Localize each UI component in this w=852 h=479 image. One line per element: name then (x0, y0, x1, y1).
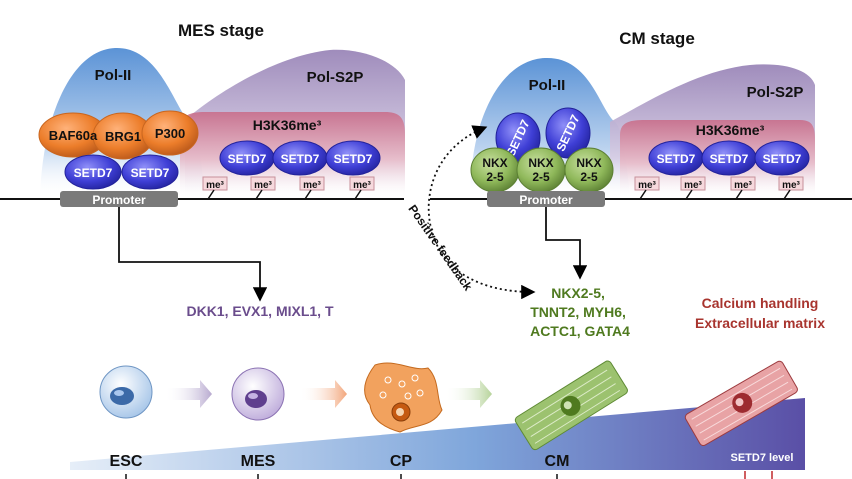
stage-label-cp: CP (390, 453, 413, 470)
mes-promoter-label: Promoter (92, 193, 146, 207)
setd7-level-wedge (70, 398, 805, 470)
mes-complex: BAF60a BRG1 P300 (38, 110, 199, 160)
mes-setd7-promoter: SETD7 SETD7 (64, 154, 179, 190)
setd7-label: SETD7 (74, 166, 113, 180)
cm-targets: NKX2-5, TNNT2, MYH6, ACTC1, GATA4 (530, 285, 630, 339)
brg1-label: BRG1 (105, 129, 141, 144)
cm-promoter-label: Promoter (519, 193, 573, 207)
me3-label: me³ (254, 180, 272, 191)
mes-targets: DKK1, EVX1, MIXL1, T (186, 303, 333, 319)
mes-h3k36-label: H3K36me³ (253, 117, 322, 133)
setd7-label: SETD7 (710, 152, 749, 166)
cm-h3k36-label: H3K36me³ (696, 122, 765, 138)
mes-me3-tags: me³ me³ me³ me³ (202, 176, 375, 200)
me3-label: me³ (206, 180, 224, 191)
me3-label: me³ (638, 180, 656, 191)
mes-output-arrow (118, 207, 268, 302)
mes-pols2p-label: Pol-S2P (307, 69, 364, 86)
cm-pols2p-label: Pol-S2P (747, 84, 804, 101)
mes-cell (231, 367, 285, 421)
cm-title: CM stage (619, 29, 695, 48)
esc-cell (99, 365, 153, 419)
cm-panel: CM stage Pol-II Pol-S2P H3K36me³ SETD7 S… (430, 29, 852, 339)
cm-output-arrow (545, 207, 588, 280)
red-arrows (744, 471, 773, 479)
setd7-label: SETD7 (334, 152, 373, 166)
stage-label-mes: MES (241, 453, 276, 470)
cm-promoter-box (487, 191, 605, 207)
me3-label: me³ (303, 180, 321, 191)
transition-arrow-3 (445, 380, 492, 408)
transition-arrow-2 (300, 380, 347, 408)
baf60a-label: BAF60a (49, 128, 98, 143)
cp-cell (364, 362, 443, 433)
feedback-arrow-down (434, 239, 536, 300)
feedback-label: Positive feedback (405, 202, 475, 293)
me3-label: me³ (734, 180, 752, 191)
mes-title: MES stage (178, 21, 264, 40)
stage-label-esc: ESC (110, 453, 143, 470)
setd7-label: SETD7 (657, 152, 696, 166)
mes-promoter-box (60, 191, 178, 207)
cm-pol2-label: Pol-II (529, 77, 566, 94)
mes-pol2-label: Pol-II (95, 67, 132, 84)
transition-arrow-1 (165, 380, 212, 408)
late-function-ecm: Extracellular matrix (695, 315, 825, 331)
mature-cm-cell (684, 360, 798, 446)
setd7-label: SETD7 (131, 166, 170, 180)
timeline-ticks (125, 474, 558, 479)
me3-label: me³ (684, 180, 702, 191)
cm-cell (514, 360, 628, 451)
setd7-level-label: SETD7 level (731, 452, 794, 464)
p300-label: P300 (155, 126, 185, 141)
cm-me3-tags: me³ me³ me³ me³ (634, 176, 804, 200)
setd7-label: SETD7 (281, 152, 320, 166)
mes-setd7-body: SETD7 SETD7 SETD7 (219, 140, 381, 176)
late-functions: Calcium handling Extracellular matrix (695, 295, 825, 331)
late-function-calcium: Calcium handling (702, 295, 819, 311)
differentiation-timeline: SETD7 level (70, 360, 805, 479)
setd7-label: SETD7 (763, 152, 802, 166)
mes-panel: MES stage Pol-II Pol-S2P H3K36me³ BAF60a… (0, 21, 405, 319)
cm-setd7-body: SETD7 SETD7 SETD7 (648, 140, 810, 176)
stage-label-cm: CM (545, 453, 570, 470)
setd7-label: SETD7 (228, 152, 267, 166)
me3-label: me³ (782, 180, 800, 191)
me3-label: me³ (353, 180, 371, 191)
